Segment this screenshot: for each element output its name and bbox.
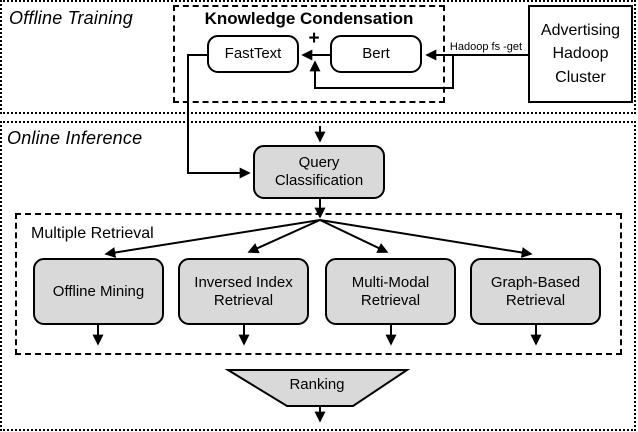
ranking-funnel-shape: [224, 369, 411, 407]
inversed-index-retrieval-node: Inversed Index Retrieval: [178, 258, 309, 325]
knowledge-condensation-title: Knowledge Condensation: [204, 9, 414, 28]
fasttext-node: FastText: [207, 35, 299, 73]
online-inference-section-border: [0, 121, 636, 431]
offline-training-section-border: [0, 0, 636, 114]
multi-modal-retrieval-node: Multi-Modal Retrieval: [325, 258, 456, 325]
edge-fanout-to-graph-based: [319, 219, 533, 258]
query-classification-node: Query Classification: [253, 145, 385, 199]
edge-fanout-to-multi-modal: [319, 219, 389, 253]
offline-training-label: Offline Training: [9, 8, 133, 28]
edge-fanout-to-offline-mining: [104, 219, 321, 258]
advertising-hadoop-cluster-node: Advertising Hadoop Cluster: [528, 5, 633, 103]
edge-fasttext-to-query-classification: [187, 54, 251, 179]
plus-symbol: +: [308, 28, 320, 49]
hadoop-fs-get-label: Hadoop fs -get: [449, 41, 523, 53]
graph-based-retrieval-node: Graph-Based Retrieval: [470, 258, 601, 325]
offline-mining-node: Offline Mining: [33, 258, 164, 325]
bert-node: Bert: [330, 35, 422, 73]
multiple-retrieval-title: Multiple Retrieval: [31, 225, 154, 242]
ranking-label: Ranking: [289, 376, 345, 393]
edge-fanout-to-inversed-index: [247, 219, 321, 254]
edge-cluster-loop-to-plus-junction: [309, 55, 454, 89]
online-inference-label: Online Inference: [7, 128, 143, 148]
